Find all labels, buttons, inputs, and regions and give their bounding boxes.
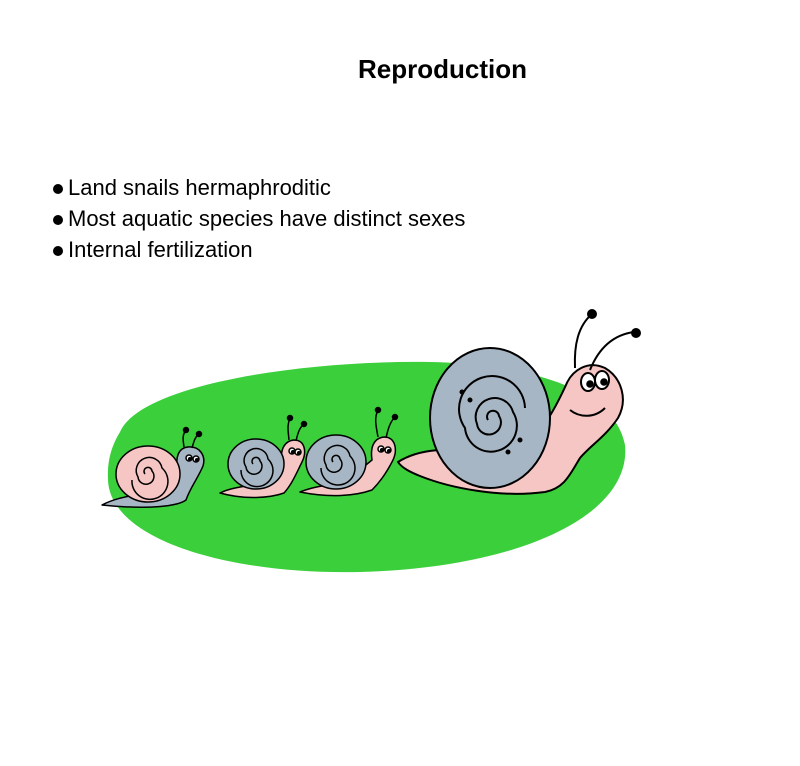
bullet-text: Land snails hermaphroditic <box>68 175 331 200</box>
bullet-text: Most aquatic species have distinct sexes <box>68 206 466 231</box>
large-snail-icon <box>397 309 641 495</box>
small-snail-3-icon <box>299 406 399 497</box>
bullet-item: Most aquatic species have distinct sexes <box>50 203 465 234</box>
small-snail-2-icon <box>219 414 308 499</box>
bullet-item: Internal fertilization <box>50 234 465 265</box>
bullet-item: Land snails hermaphroditic <box>50 172 465 203</box>
bullet-text: Internal fertilization <box>68 237 253 262</box>
bullet-list: Land snails hermaphroditic Most aquatic … <box>50 172 465 265</box>
small-snail-1-icon <box>101 426 205 509</box>
bullet-dot-icon <box>53 245 63 256</box>
snail-family-icon <box>101 309 641 573</box>
slide-title: Reproduction <box>358 54 527 84</box>
bullet-dot-icon <box>53 214 63 225</box>
bullet-dot-icon <box>53 183 63 194</box>
